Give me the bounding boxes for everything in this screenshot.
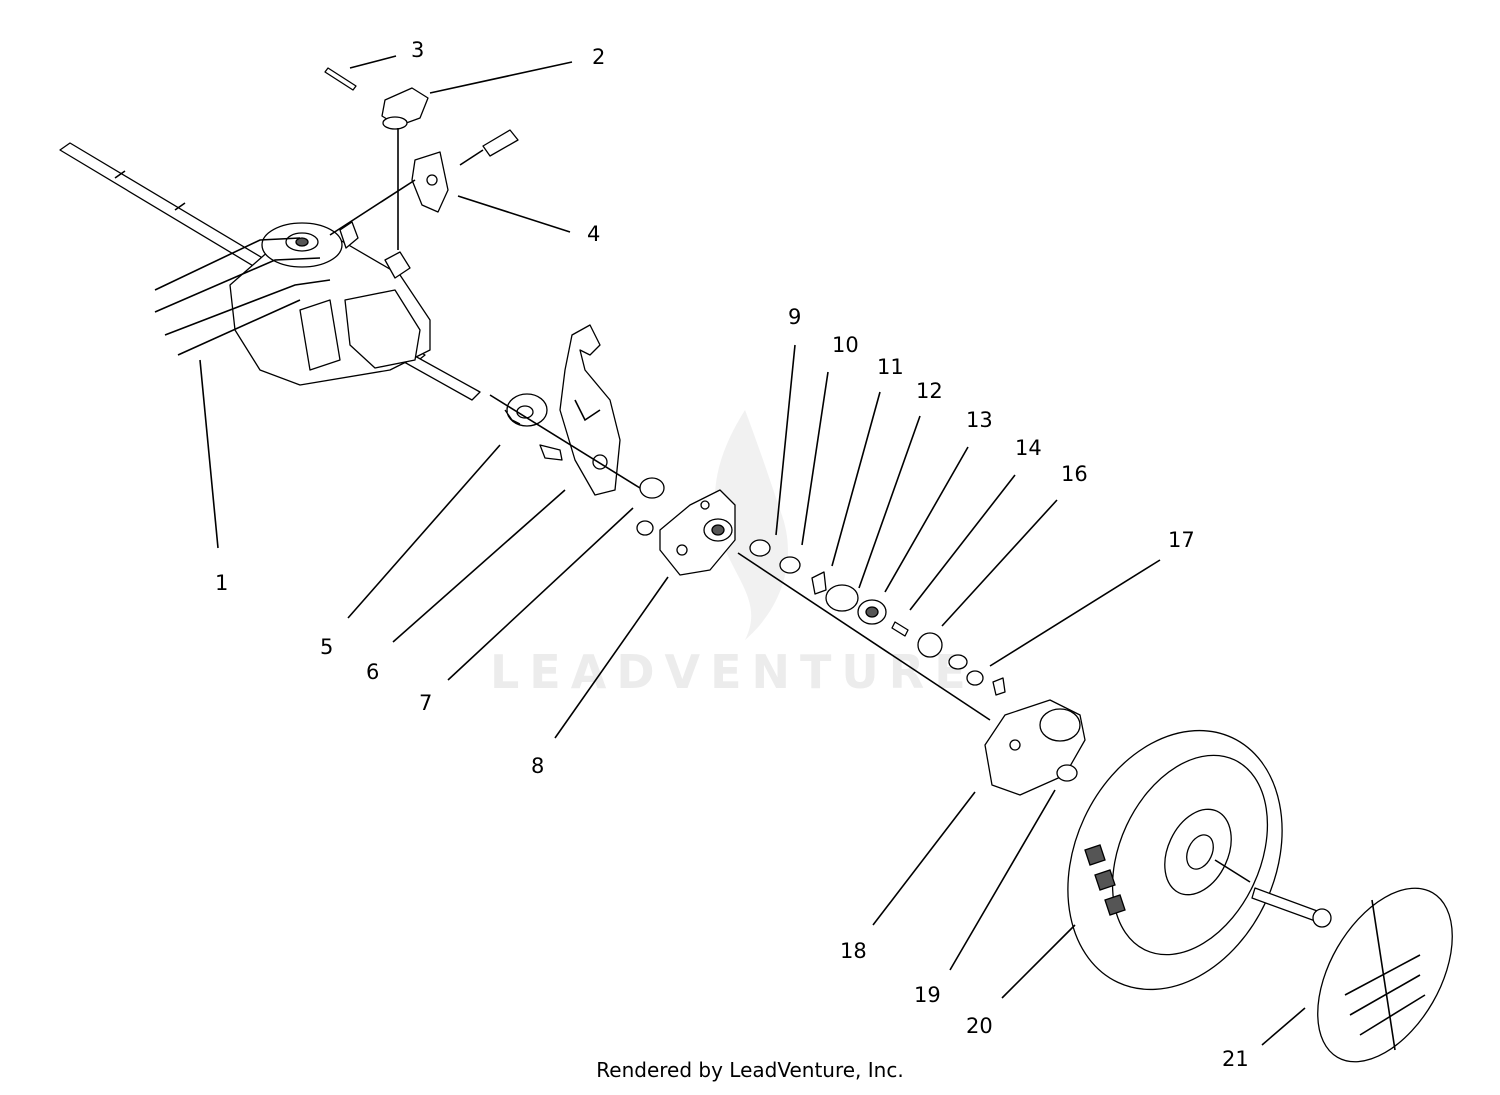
part-20-wheel: [1067, 729, 1283, 991]
transmission: [229, 221, 431, 386]
callout-2: 2: [592, 45, 605, 69]
callout-11: 11: [877, 355, 904, 379]
part-21-hubcap: [1251, 887, 1453, 1063]
callout-19: 19: [914, 983, 941, 1007]
watermark-flame-icon: [714, 410, 788, 640]
callout-21: 21: [1222, 1047, 1249, 1071]
callout-14: 14: [1015, 436, 1042, 460]
callout-1: 1: [215, 571, 228, 595]
part-3-pin: [324, 67, 357, 91]
callout-5: 5: [320, 635, 333, 659]
handle-bars: [154, 237, 331, 356]
part-7-ring: [639, 477, 665, 499]
assembly-line: [737, 552, 991, 721]
callouts: 1 2 3 4 5 6 7 8 9 10 11 12 13 14 16 17 1…: [215, 38, 1249, 1071]
callout-7: 7: [419, 691, 432, 715]
leader-lines: [199, 55, 1306, 1046]
part-19-washer: [1056, 764, 1078, 782]
part-2-knob: [381, 87, 429, 130]
callout-4: 4: [587, 222, 600, 246]
part-5-washer: [504, 393, 548, 427]
callout-9: 9: [788, 305, 801, 329]
callout-3: 3: [411, 38, 424, 62]
axle-small-parts: [749, 539, 1006, 696]
footer-credit: Rendered by LeadVenture, Inc.: [596, 1058, 904, 1082]
callout-18: 18: [840, 939, 867, 963]
part-8-bracket: [636, 489, 736, 576]
part-4-bracket: [411, 129, 519, 213]
part-bolt: [539, 444, 563, 461]
watermark: LEADVENTURE: [490, 410, 976, 699]
callout-8: 8: [531, 754, 544, 778]
assembly-line: [1214, 859, 1251, 883]
callout-17: 17: [1168, 528, 1195, 552]
assembly-line: [489, 394, 641, 489]
part-6-plate: [559, 324, 621, 496]
callout-13: 13: [966, 408, 993, 432]
callout-12: 12: [916, 379, 943, 403]
assembly-line: [329, 179, 416, 236]
callout-6: 6: [366, 660, 379, 684]
watermark-text: LEADVENTURE: [490, 645, 976, 699]
callout-10: 10: [832, 333, 859, 357]
callout-16: 16: [1061, 462, 1088, 486]
callout-20: 20: [966, 1014, 993, 1038]
